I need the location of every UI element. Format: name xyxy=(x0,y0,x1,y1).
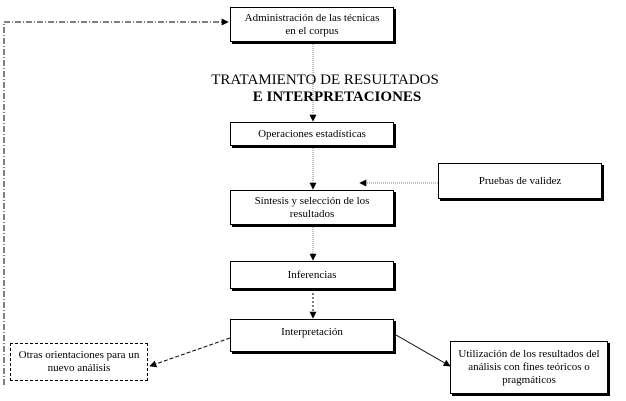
arrow-interpretacion-otras xyxy=(149,337,231,368)
node-inferencias-label: Inferencias xyxy=(287,268,337,281)
node-interpretacion: Interpretación xyxy=(230,319,394,352)
node-sintesis-label: Síntesis y selección de los resultados xyxy=(254,194,370,220)
node-operaciones-label: Operaciones estadísticas xyxy=(258,127,366,140)
node-sintesis: Síntesis y selección de los resultados xyxy=(230,190,394,225)
node-utilizacion: Utilización de los resultados del anális… xyxy=(450,341,608,394)
node-pruebas-label: Pruebas de validez xyxy=(478,174,562,187)
arrow-interpretacion-utilizacion xyxy=(395,334,451,367)
node-pruebas: Pruebas de validez xyxy=(438,163,602,199)
section-heading-tratamiento: TRATAMIENTO DE RESULTADOS xyxy=(211,72,439,88)
node-interpretacion-label: Interpretación xyxy=(281,326,343,338)
node-otras-orientaciones: Otras orientaciones para un nuevo anális… xyxy=(10,343,148,381)
node-operaciones: Operaciones estadísticas xyxy=(230,122,394,146)
node-utilizacion-label: Utilización de los resultados del anális… xyxy=(458,348,600,386)
node-administracion-label: Administración de las técnicas en el cor… xyxy=(244,11,380,37)
section-heading-interpretaciones: E INTERPRETACIONES xyxy=(252,89,422,105)
feedback-loop-line xyxy=(3,18,229,385)
node-administracion: Administración de las técnicas en el cor… xyxy=(230,7,394,42)
node-otras-orientaciones-label: Otras orientaciones para un nuevo anális… xyxy=(18,349,140,374)
node-inferencias: Inferencias xyxy=(230,261,394,289)
